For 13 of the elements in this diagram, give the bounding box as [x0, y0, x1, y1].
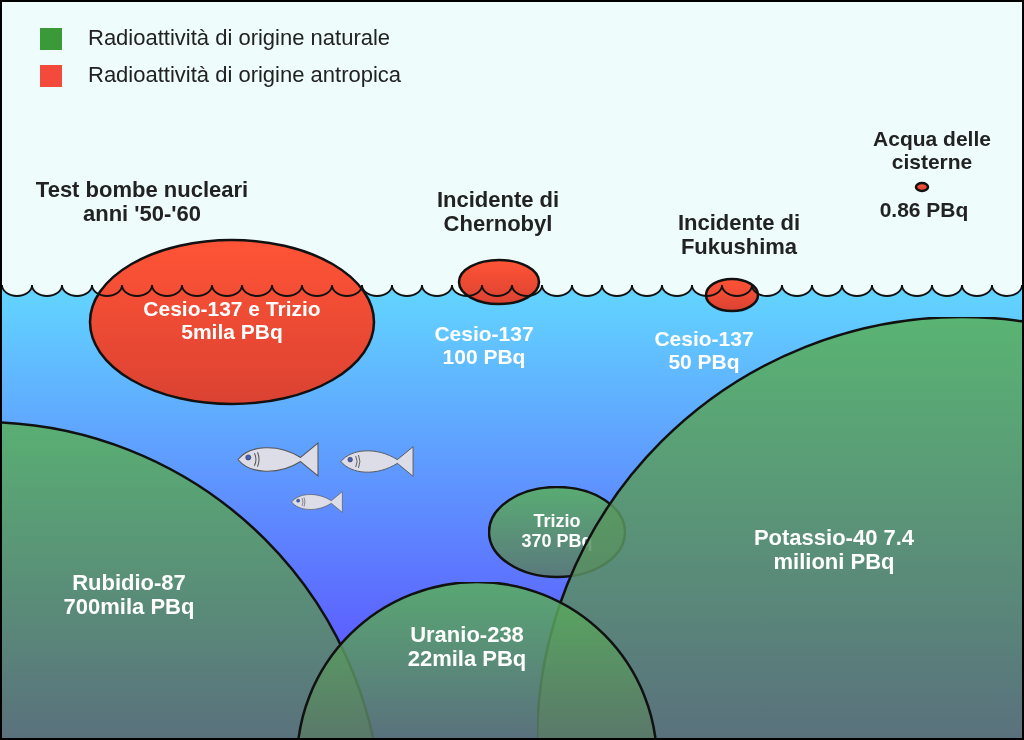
- activity-label: 0.86 PBq: [878, 198, 970, 222]
- activity-label: Cesio-137 100 PBq: [433, 321, 535, 369]
- legend-label: Radioattività di origine antropica: [88, 62, 402, 88]
- isotope-label: Potassio-40 7.4 milioni PBq: [752, 525, 916, 575]
- isotope-label: Uranio-238 22mila PBq: [406, 622, 528, 672]
- event-title: Test bombe nucleari anni '50-'60: [34, 177, 250, 227]
- activity-label: Cesio-137 e Trizio 5mila PBq: [142, 296, 322, 344]
- isotope-label: Rubidio-87 700mila PBq: [62, 570, 196, 620]
- event-title: Incidente di Chernobyl: [435, 187, 561, 237]
- legend-label: Radioattività di origine naturale: [88, 25, 391, 51]
- event-title: Incidente di Fukushima: [676, 210, 802, 260]
- activity-label: Cesio-137 50 PBq: [653, 326, 755, 374]
- event-title: Acqua delle cisterne: [872, 126, 992, 174]
